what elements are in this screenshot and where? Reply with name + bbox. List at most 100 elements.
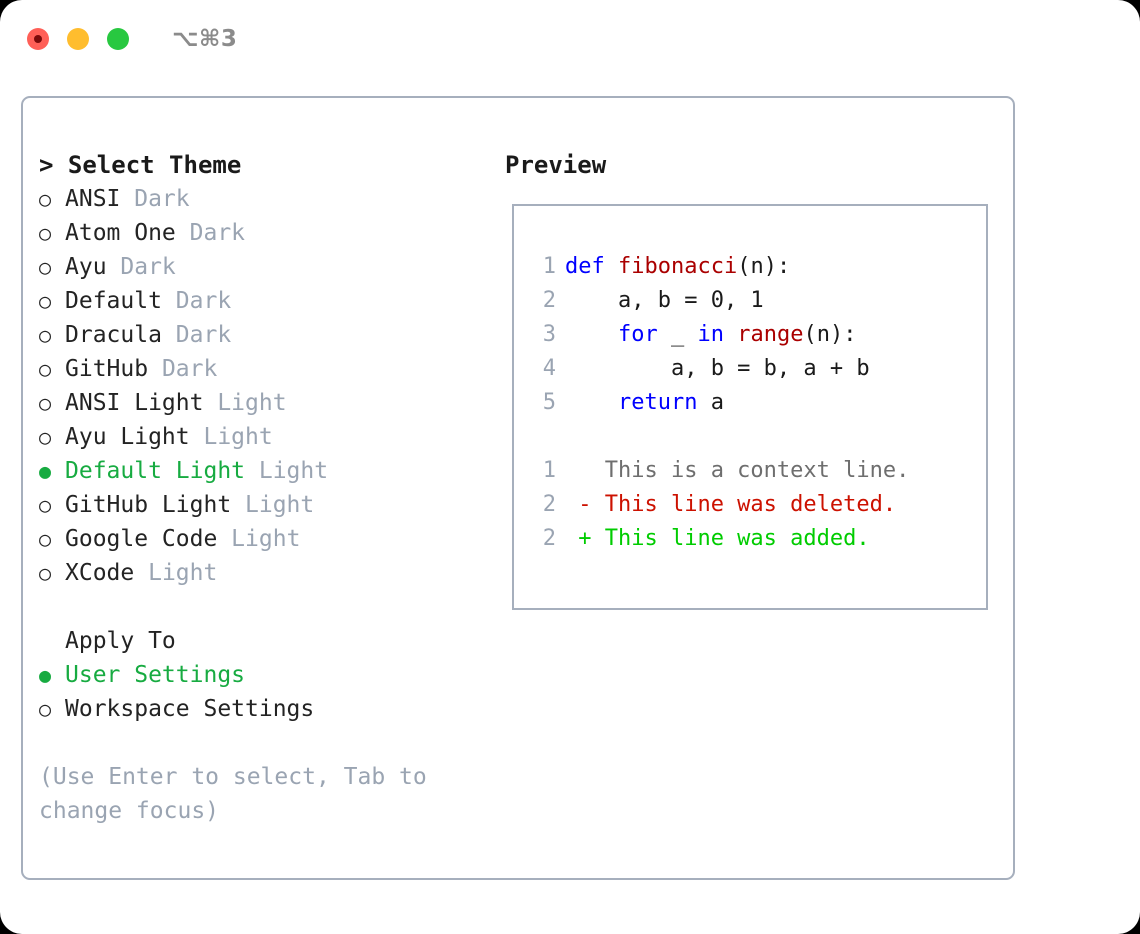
radio-selected-icon: ● (39, 663, 52, 687)
theme-option-kind: Light (203, 390, 287, 416)
traffic-lights (27, 28, 129, 50)
theme-option-atom-one[interactable]: ○ Atom One Dark (39, 216, 503, 250)
line-number: 4 (542, 356, 556, 381)
theme-list[interactable]: ○ANSI Dark○Atom One Dark○Ayu Dark○Defaul… (39, 182, 503, 590)
theme-option-kind: Dark (175, 220, 246, 246)
line-number: 1 (542, 254, 556, 279)
token-pl: (n): (737, 254, 791, 279)
close-button-icon[interactable] (27, 28, 49, 50)
theme-option-label: GitHub (65, 356, 149, 382)
radio-unselected-icon: ○ (39, 391, 52, 415)
radio-unselected-icon: ○ (39, 527, 52, 551)
code-line: 5 return a (528, 386, 986, 420)
theme-option-github-light[interactable]: ○GitHub Light Light (39, 488, 503, 522)
token-pl: a, b = 0, 1 (565, 288, 764, 313)
token-kw: return (617, 390, 698, 415)
line-number: 5 (542, 390, 556, 415)
theme-option-kind: Light (245, 458, 329, 484)
theme-option-label: Google Code (65, 526, 218, 552)
token-pl (565, 390, 618, 415)
token-pl: a, b = b, a + b (565, 356, 870, 381)
minimize-button-icon[interactable] (67, 28, 89, 50)
theme-option-kind: Dark (161, 322, 232, 348)
token-pl: a (697, 390, 724, 415)
apply-to-option-workspace-settings[interactable]: ○ Workspace Settings (39, 692, 503, 726)
theme-selection-column: > Select Theme ○ANSI Dark○Atom One Dark○… (23, 98, 503, 878)
theme-option-kind: Light (134, 560, 218, 586)
theme-option-default[interactable]: ○Default Dark (39, 284, 503, 318)
line-content: a, b = 0, 1 (565, 284, 764, 318)
radio-unselected-icon: ○ (39, 697, 52, 721)
apply-to-option-label: User Settings (65, 662, 246, 688)
token-fn: fibonacci (617, 254, 738, 279)
radio-unselected-icon: ○ (39, 493, 52, 517)
radio-unselected-icon: ○ (39, 357, 52, 381)
token-kw: in (697, 322, 724, 347)
theme-option-ayu-light[interactable]: ○Ayu Light Light (39, 420, 503, 454)
token-add: + This line was added. (565, 526, 870, 551)
close-dot-icon (34, 35, 42, 43)
radio-selected-icon: ● (39, 459, 52, 483)
apply-to-option-user-settings[interactable]: ● User Settings (39, 658, 503, 692)
line-number: 2 (542, 288, 556, 313)
token-ctx: This is a context line. (565, 458, 910, 483)
token-pl: _ (657, 322, 698, 347)
apply-to-header: Apply To (65, 628, 176, 654)
title-bar: ⌥⌘3 (0, 0, 1140, 78)
theme-option-kind: Light (217, 526, 301, 552)
token-kw: for (617, 322, 658, 347)
theme-option-dracula[interactable]: ○Dracula Dark (39, 318, 503, 352)
zoom-button-icon[interactable] (107, 28, 129, 50)
theme-option-kind: Light (189, 424, 273, 450)
radio-unselected-icon: ○ (39, 323, 52, 347)
line-content: a, b = b, a + b (565, 352, 870, 386)
theme-option-github[interactable]: ○GitHub Dark (39, 352, 503, 386)
token-pl: (n): (803, 322, 857, 347)
line-number: 2 (542, 492, 556, 517)
theme-option-label: Ayu (65, 254, 107, 280)
theme-option-label: Default Light (65, 458, 246, 484)
apply-to-option-label: Workspace Settings (65, 696, 315, 722)
theme-option-google-code[interactable]: ○ Google Code Light (39, 522, 503, 556)
diff-line: 2 - This line was deleted. (528, 488, 986, 522)
hint-text: (Use Enter to select, Tab to change focu… (39, 764, 427, 824)
theme-option-label: GitHub Light (65, 492, 232, 518)
theme-option-label: Atom One (65, 220, 176, 246)
code-line: 2 a, b = 0, 1 (528, 284, 986, 318)
code-line: 3 for _ in range(n): (528, 318, 986, 352)
preview-header: Preview (505, 151, 607, 179)
line-content: + This line was added. (565, 522, 870, 556)
theme-option-default-light[interactable]: ● Default Light Light (39, 454, 503, 488)
theme-option-label: XCode (65, 560, 135, 586)
radio-unselected-icon: ○ (39, 255, 52, 279)
radio-unselected-icon: ○ (39, 561, 52, 585)
theme-option-ansi[interactable]: ○ ANSI Dark (39, 182, 503, 216)
diff-line: 2 + This line was added. (528, 522, 986, 556)
radio-unselected-icon: ○ (39, 187, 52, 211)
radio-unselected-icon: ○ (39, 221, 52, 245)
token-pl (565, 322, 618, 347)
line-content: return a (565, 386, 724, 420)
theme-option-kind: Dark (120, 186, 190, 212)
line-content: def fibonacci(n): (565, 250, 790, 284)
line-number: 1 (542, 458, 556, 483)
token-fn: range (737, 322, 804, 347)
keyboard-shortcut-label: ⌥⌘3 (172, 26, 238, 52)
theme-option-ansi-light[interactable]: ○ANSI Light Light (39, 386, 503, 420)
line-content: - This line was deleted. (565, 488, 896, 522)
theme-option-label: ANSI (65, 186, 121, 212)
theme-option-ayu[interactable]: ○Ayu Dark (39, 250, 503, 284)
radio-unselected-icon: ○ (39, 289, 52, 313)
main-panel: > Select Theme ○ANSI Dark○Atom One Dark○… (21, 96, 1015, 880)
theme-option-xcode[interactable]: ○ XCode Light (39, 556, 503, 590)
apply-to-list[interactable]: ● User Settings ○ Workspace Settings (39, 658, 503, 726)
line-content: for _ in range(n): (565, 318, 856, 352)
line-number: 2 (542, 526, 556, 551)
token-pl (724, 322, 737, 347)
code-line: 4 a, b = b, a + b (528, 352, 986, 386)
token-del: - This line was deleted. (565, 492, 897, 517)
